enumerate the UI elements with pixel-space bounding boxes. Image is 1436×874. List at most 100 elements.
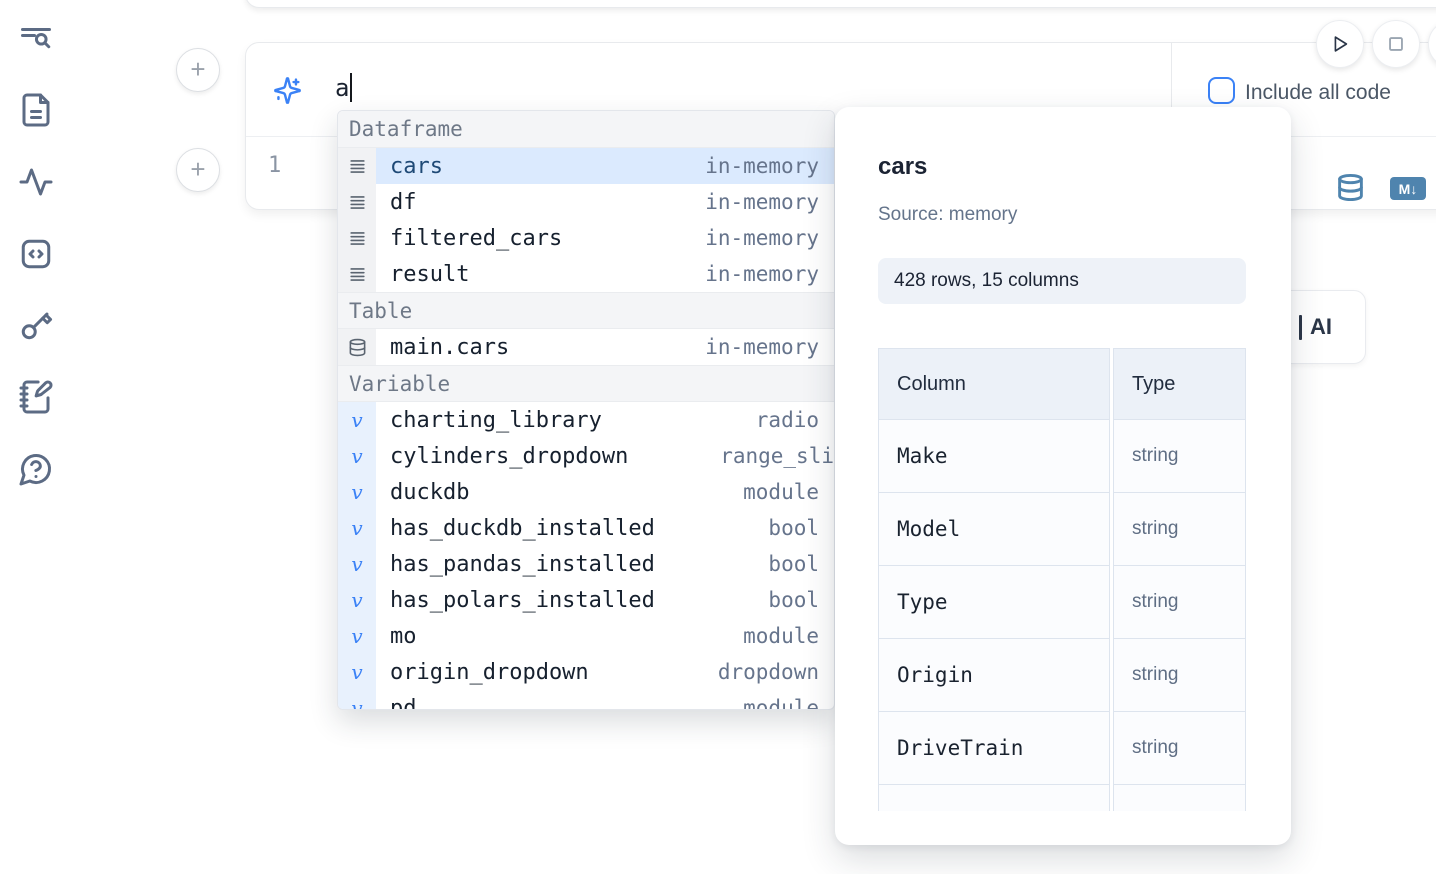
database-icon bbox=[338, 329, 376, 365]
line-number: 1 bbox=[268, 153, 282, 178]
schema-cell: string bbox=[1113, 565, 1246, 639]
activity-icon[interactable] bbox=[18, 164, 54, 200]
schema-cell: string bbox=[1113, 638, 1246, 712]
completion-type: in-memory bbox=[705, 335, 819, 359]
autocomplete-item-has_duckdb_installed[interactable]: v has_duckdb_installed bool bbox=[338, 510, 834, 546]
preview-source: Source: memory bbox=[878, 204, 1018, 225]
datasource-database-icon[interactable] bbox=[1336, 173, 1365, 202]
autocomplete-item-main.cars[interactable]: main.cars in-memory bbox=[338, 329, 834, 365]
autocomplete-item-pd[interactable]: v pd module bbox=[338, 690, 834, 710]
scratchpad-notebook-icon[interactable] bbox=[18, 379, 54, 415]
schema-cell: DriveTrain bbox=[878, 711, 1110, 785]
autocomplete-item-filtered_cars[interactable]: filtered_cars in-memory bbox=[338, 220, 834, 256]
dataframe-icon bbox=[338, 256, 376, 292]
add-cell-above-button[interactable]: + bbox=[176, 48, 220, 92]
completion-type: bool bbox=[768, 552, 819, 576]
completion-type: radio bbox=[755, 408, 819, 432]
variable-icon: v bbox=[338, 654, 376, 690]
completion-type: module bbox=[743, 624, 819, 648]
autocomplete-item-result[interactable]: result in-memory bbox=[338, 256, 834, 292]
previous-cell-edge bbox=[245, 0, 1436, 8]
completion-type: in-memory bbox=[705, 226, 819, 250]
variable-icon: v bbox=[338, 474, 376, 510]
divider bbox=[1171, 43, 1172, 136]
completion-type: module bbox=[743, 480, 819, 504]
completion-type: in-memory bbox=[705, 190, 819, 214]
variable-icon: v bbox=[351, 696, 363, 710]
variable-icon: v bbox=[338, 510, 376, 546]
completion-type: in-memory bbox=[705, 154, 819, 178]
completion-type: bool bbox=[768, 588, 819, 612]
help-chat-icon[interactable] bbox=[18, 451, 54, 487]
run-cell-button[interactable] bbox=[1316, 20, 1364, 68]
variable-icon: v bbox=[338, 582, 376, 618]
ai-prompt-input[interactable]: a bbox=[335, 73, 353, 102]
stop-icon bbox=[1389, 37, 1403, 51]
file-document-icon[interactable] bbox=[18, 92, 54, 128]
stop-cell-button[interactable] bbox=[1372, 20, 1420, 68]
schema-cell: Model bbox=[878, 492, 1110, 566]
variable-icon: v bbox=[351, 624, 363, 648]
dataframe-icon bbox=[338, 184, 376, 220]
toc-search-icon[interactable] bbox=[18, 22, 54, 58]
ai-button-label: AI bbox=[1310, 314, 1332, 339]
schema-cell: Make bbox=[878, 419, 1110, 493]
completion-name: cylinders_dropdown bbox=[390, 443, 629, 469]
completion-name: has_duckdb_installed bbox=[390, 515, 655, 541]
completion-name: has_pandas_installed bbox=[390, 551, 655, 577]
variable-icon: v bbox=[351, 552, 363, 576]
autocomplete-item-cars[interactable]: cars in-memory bbox=[338, 148, 834, 184]
schema-header-type: Type bbox=[1113, 348, 1246, 420]
clipped-letter bbox=[1299, 314, 1302, 340]
include-all-code-label: Include all code bbox=[1245, 81, 1391, 104]
completion-type: module bbox=[743, 696, 819, 710]
completion-name: main.cars bbox=[390, 334, 510, 360]
variable-icon: v bbox=[351, 444, 363, 468]
variable-icon: v bbox=[351, 588, 363, 612]
schema-cell bbox=[878, 784, 1110, 811]
add-cell-below-button[interactable]: + bbox=[176, 148, 220, 192]
completion-name: has_polars_installed bbox=[390, 587, 655, 613]
schema-header-column: Column bbox=[878, 348, 1110, 420]
autocomplete-item-df[interactable]: df in-memory bbox=[338, 184, 834, 220]
variable-icon: v bbox=[338, 690, 376, 710]
completion-name: origin_dropdown bbox=[390, 659, 589, 685]
variable-icon: v bbox=[351, 516, 363, 540]
dataframe-icon bbox=[338, 220, 376, 256]
variable-icon: v bbox=[338, 618, 376, 654]
completion-name: cars bbox=[390, 153, 443, 179]
completion-name: charting_library bbox=[390, 407, 602, 433]
autocomplete-item-has_pandas_installed[interactable]: v has_pandas_installed bool bbox=[338, 546, 834, 582]
schema-cell: Origin bbox=[878, 638, 1110, 712]
completion-name: result bbox=[390, 261, 470, 287]
markdown-convert-icon[interactable]: M↓ bbox=[1390, 177, 1426, 200]
completion-name: filtered_cars bbox=[390, 225, 563, 251]
completion-type: dropdown bbox=[717, 660, 819, 684]
completion-type: bool bbox=[768, 516, 819, 540]
play-icon bbox=[1334, 36, 1348, 52]
shape-badge: 428 rows, 15 columns bbox=[878, 258, 1246, 304]
autocomplete-section-header: Dataframe bbox=[338, 111, 834, 148]
autocomplete-section-header: Variable bbox=[338, 365, 834, 402]
autocomplete-item-origin_dropdown[interactable]: v origin_dropdown dropdown bbox=[338, 654, 834, 690]
schema-cell: string bbox=[1113, 492, 1246, 566]
completion-name: df bbox=[390, 189, 417, 215]
completion-type: in-memory bbox=[705, 262, 819, 286]
completion-name: pd bbox=[390, 695, 417, 710]
variable-icon: v bbox=[351, 660, 363, 684]
include-all-code-checkbox[interactable] bbox=[1208, 77, 1235, 104]
schema-cell: string bbox=[1113, 419, 1246, 493]
key-icon[interactable] bbox=[18, 307, 54, 343]
autocomplete-item-has_polars_installed[interactable]: v has_polars_installed bool bbox=[338, 582, 834, 618]
schema-cell bbox=[1113, 784, 1246, 811]
preview-title: cars bbox=[878, 153, 928, 180]
code-block-icon[interactable] bbox=[18, 236, 54, 272]
variable-icon: v bbox=[338, 438, 376, 474]
completion-name: duckdb bbox=[390, 479, 470, 505]
